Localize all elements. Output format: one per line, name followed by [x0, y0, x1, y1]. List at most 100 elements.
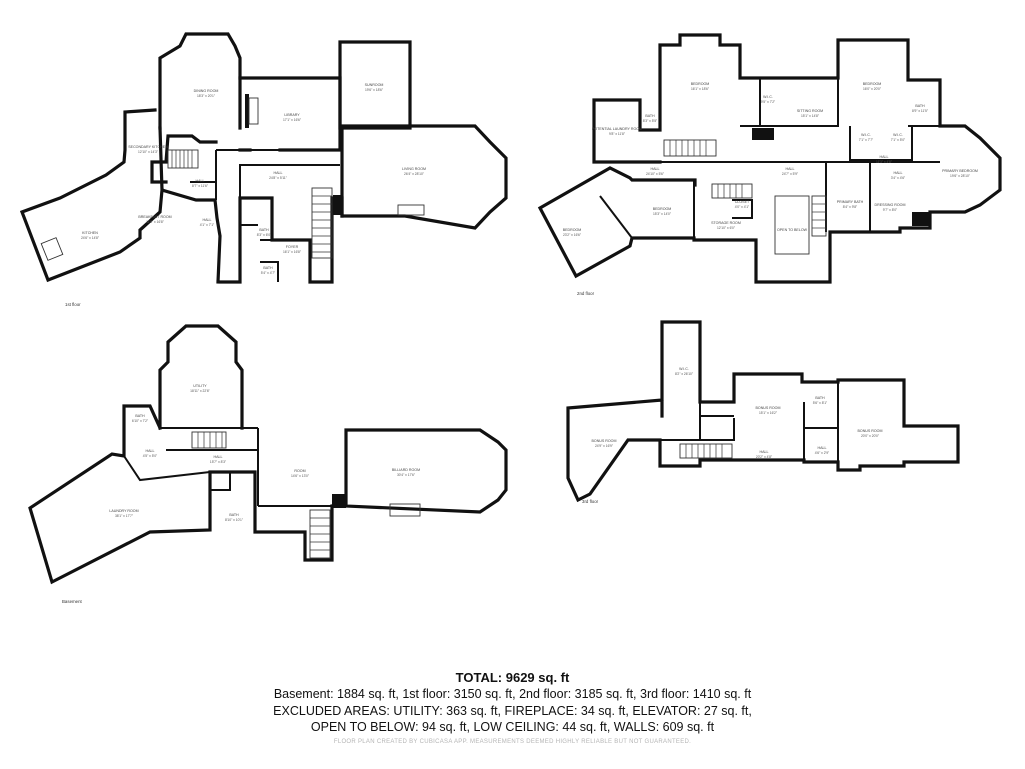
- room-name: SITTING ROOM: [797, 109, 823, 113]
- first-floor-stairs: [167, 149, 333, 259]
- room-dims: 15'1" x 16'2": [759, 411, 778, 415]
- basement-outer-walls: [28, 324, 508, 585]
- first-floor-elevator: [333, 195, 343, 215]
- room-name: BEDROOM: [691, 82, 710, 86]
- room-name: STORAGE ROOM: [711, 221, 741, 225]
- room-dims: 8'9" x 11'5": [912, 109, 929, 113]
- kitchen-island: [40, 237, 64, 261]
- room-dims: 8'7" x 11'6": [192, 184, 209, 188]
- room-name: HALL: [214, 455, 223, 459]
- room-dims: 12'10" x 6'0": [717, 226, 736, 230]
- room-dims: 14'6" x 13'0": [291, 474, 310, 478]
- room-dims: 19'6" x 28'10": [950, 174, 971, 178]
- room-dims: 3'4" x 4'6": [891, 176, 906, 180]
- open-to-below-area: [774, 195, 810, 255]
- room-dims: 30'4" x 17'6": [397, 473, 416, 477]
- second-floor-stairs: [663, 139, 827, 237]
- room-dims: 15'7" x 8'3": [210, 460, 227, 464]
- room-name: KITCHEN: [82, 231, 98, 235]
- room-name: OPEN TO BELOW: [777, 228, 808, 232]
- disclaimer-footer: FLOOR PLAN CREATED BY CUBICASA APP. MEAS…: [333, 738, 692, 745]
- room-name: SECONDARY KITCHEN: [128, 145, 168, 149]
- first-floor-interior-walls: [190, 126, 341, 282]
- room-name: BILLIARD ROOM: [392, 468, 420, 472]
- room-dims: 4'5" x 5'0": [143, 454, 158, 458]
- third-floor-outer-walls: [566, 320, 960, 503]
- area-summary: TOTAL: 9629 sq. ft Basement: 1884 sq. ft…: [0, 670, 1025, 745]
- walk-in-closet-dark-area: [752, 128, 774, 140]
- room-name: CLOSET: [735, 200, 750, 204]
- room-dims: 24'9" x 16'9": [595, 444, 614, 448]
- room-name: BONUS ROOM: [756, 406, 781, 410]
- basement-stairs: [191, 431, 331, 559]
- room-name: BATH: [263, 266, 273, 270]
- third-floor-plan: W.I.C. 8'2" x 26'10" BONUS ROOM 15'1" x …: [566, 320, 960, 504]
- room-name: POTENTIAL LAUNDRY ROOM: [592, 127, 642, 131]
- floor-label: 2nd floor: [577, 291, 595, 296]
- library-fireplace: [245, 94, 249, 128]
- room-name: PRIMARY BEDROOM: [942, 169, 978, 173]
- room-name: BATH: [259, 228, 269, 232]
- first-floor-plan: DINING ROOM 18'3" x 20'1" LIBRARY 17'1" …: [19, 32, 508, 307]
- living-room-hearth: [397, 204, 425, 216]
- room-name: BREAKFAST ROOM: [138, 215, 171, 219]
- room-dims: 8'3" x 5'5": [643, 119, 658, 123]
- third-floor-interior-walls: [660, 382, 839, 462]
- room-dims: 5'4" x 4'7": [261, 271, 276, 275]
- room-name: SUNROOM: [365, 83, 384, 87]
- room-name: LIVING ROOM: [402, 167, 426, 171]
- room-name: BATH: [135, 414, 145, 418]
- room-name: HALL: [818, 446, 827, 450]
- room-dims: 11'3" x 4'8": [876, 160, 893, 164]
- room-name: HALL: [894, 171, 903, 175]
- room-dims: 24'10" x 5'6": [646, 172, 665, 176]
- room-dims: 24'7" x 5'9": [782, 172, 799, 176]
- room-name: BATH: [645, 114, 655, 118]
- room-dims: 12'10" x 14'3": [138, 150, 159, 154]
- room-name: BATH: [915, 104, 925, 108]
- library-hearth: [248, 97, 259, 125]
- room-name: HALL: [196, 179, 205, 183]
- room-name: HALL: [203, 218, 212, 222]
- basement-elevator: [332, 494, 346, 508]
- room-dims: 24'6" x 14'8": [81, 236, 100, 240]
- room-dims: 8'3" x 6'0": [257, 233, 272, 237]
- room-name: HALL: [786, 167, 795, 171]
- basement-plan: UTILITY 18'11" x 22'6" BATH 6'10" x 7'2"…: [28, 324, 508, 604]
- room-dims: 9'5" x 7'2": [761, 100, 776, 104]
- room-dims: 24'8" x 5'11": [269, 176, 288, 180]
- room-dims: 15'1" x 14'8": [801, 114, 820, 118]
- room-name: BONUS ROOM: [592, 439, 617, 443]
- room-dims: 8'4" x 9'8": [843, 205, 858, 209]
- second-floor-outer-walls: [537, 33, 1002, 284]
- excluded-areas-line-2: OPEN TO BELOW: 94 sq. ft, LOW CEILING: 4…: [310, 720, 715, 734]
- room-name: HALL: [880, 155, 889, 159]
- room-dims: 4'1" x 7'1": [200, 223, 215, 227]
- room-name: HALL: [274, 171, 283, 175]
- room-name: BONUS ROOM: [858, 429, 883, 433]
- room-name: DINING ROOM: [194, 89, 219, 93]
- floor-label: Basement: [62, 599, 83, 604]
- sunroom-walls: [338, 40, 412, 130]
- room-name: LIBRARY: [284, 113, 300, 117]
- room-dims: 5'6" x 8'1": [813, 401, 828, 405]
- room-name: LAUNDRY ROOM: [109, 509, 138, 513]
- room-dims: 16'0" x 20'0": [863, 87, 882, 91]
- room-dims: 18'11" x 22'6": [190, 389, 210, 393]
- room-dims: 20'2" x 4'8": [756, 455, 773, 459]
- room-dims: 9'7" x 8'0": [883, 208, 898, 212]
- room-name: HALL: [146, 449, 155, 453]
- second-floor-fireplace: [912, 212, 930, 226]
- second-floor-plan: BEDROOM 16'1" x 18'6" W.I.C. 9'5" x 7'2"…: [537, 33, 1002, 296]
- room-name: W.I.C.: [763, 95, 773, 99]
- room-dims: 16'1" x 16'8": [283, 250, 302, 254]
- room-dims: 4'0" x 4'1": [735, 205, 750, 209]
- room-name: PRIMARY BATH: [837, 200, 864, 204]
- room-dims: 16'1" x 18'6": [691, 87, 710, 91]
- room-dims: 4'6" x 2'9": [815, 451, 830, 455]
- third-floor-stairs: [679, 443, 733, 459]
- basement-interior-walls: [123, 427, 346, 507]
- total-area: TOTAL: 9629 sq. ft: [455, 670, 570, 685]
- room-name: HALL: [651, 167, 660, 171]
